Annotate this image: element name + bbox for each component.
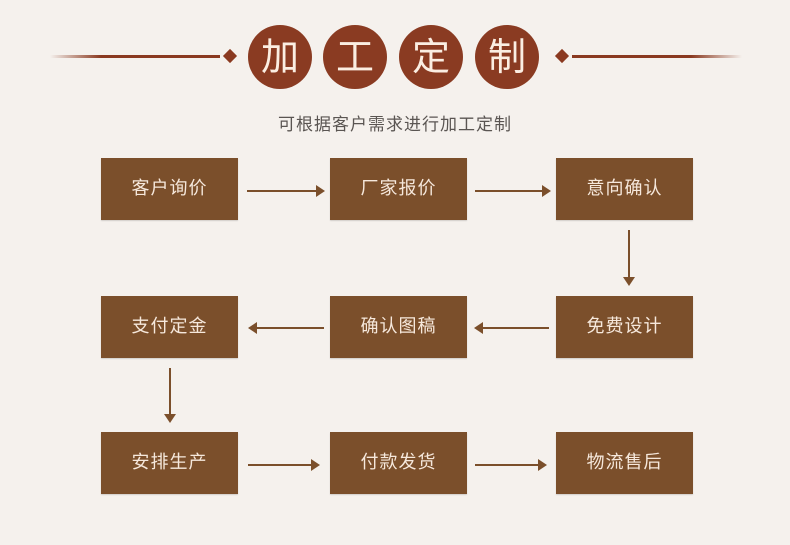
arrow-shaft <box>628 230 630 278</box>
title-badge-4: 制 <box>475 25 539 89</box>
step-box-9: 物流售后 <box>556 432 693 494</box>
step-box-5: 确认图稿 <box>330 296 467 358</box>
step-box-1: 客户询价 <box>101 158 238 220</box>
arrow-shaft <box>248 464 312 466</box>
arrow-shaft <box>475 190 543 192</box>
title-badge-1: 加 <box>248 25 312 89</box>
arrow-down-icon <box>623 277 635 286</box>
arrow-shaft <box>482 327 549 329</box>
diamond-icon-left <box>222 48 238 64</box>
title-badge-3: 定 <box>399 25 463 89</box>
arrow-left-icon <box>474 322 483 334</box>
step-box-6: 支付定金 <box>101 296 238 358</box>
step-box-7: 安排生产 <box>101 432 238 494</box>
arrow-shaft <box>256 327 324 329</box>
arrow-shaft <box>247 190 317 192</box>
step-box-3: 意向确认 <box>556 158 693 220</box>
step-box-4: 免费设计 <box>556 296 693 358</box>
arrow-right-icon <box>311 459 320 471</box>
arrow-right-icon <box>538 459 547 471</box>
arrow-left-icon <box>248 322 257 334</box>
step-box-8: 付款发货 <box>330 432 467 494</box>
step-box-2: 厂家报价 <box>330 158 467 220</box>
arrow-shaft <box>169 368 171 415</box>
subtitle: 可根据客户需求进行加工定制 <box>278 115 512 135</box>
title-line-left <box>50 55 220 58</box>
title-badge-2: 工 <box>323 25 387 89</box>
arrow-right-icon <box>316 185 325 197</box>
title-line-right <box>572 55 742 58</box>
arrow-right-icon <box>542 185 551 197</box>
arrow-down-icon <box>164 414 176 423</box>
diamond-icon-right <box>554 48 570 64</box>
arrow-shaft <box>475 464 539 466</box>
